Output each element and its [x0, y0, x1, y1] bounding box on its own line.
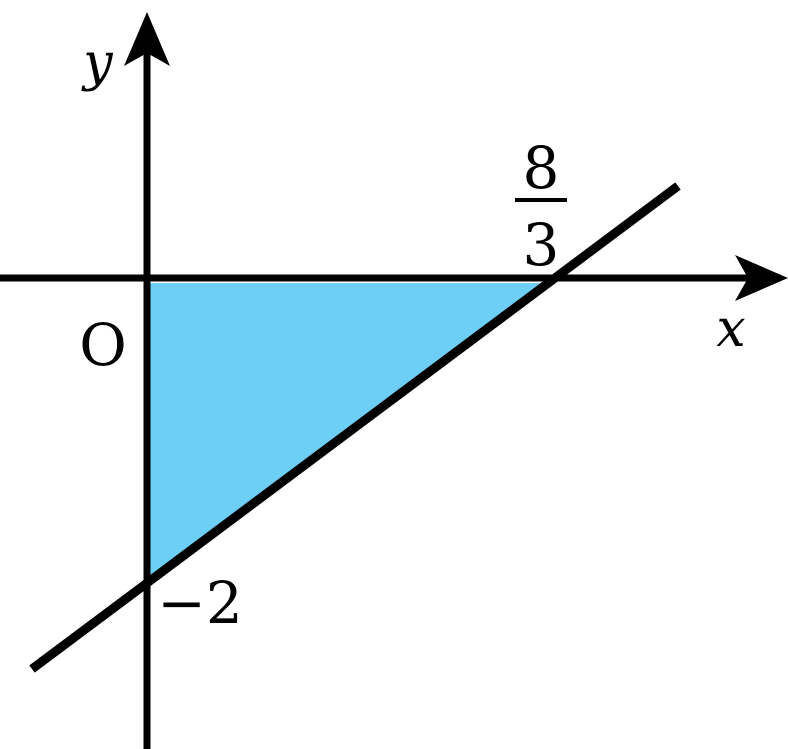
y-axis-arrowhead — [124, 12, 170, 66]
fraction-numerator: 8 — [523, 134, 560, 202]
line-graph — [29, 182, 681, 673]
x-axis-arrowhead — [735, 255, 788, 301]
x-intercept-fraction: 8 3 — [515, 134, 567, 279]
y-intercept-label: −2 — [157, 569, 243, 637]
x-axis-label: x — [716, 299, 745, 359]
fraction-denominator: 3 — [523, 211, 560, 279]
y-axis-label: y — [81, 33, 113, 93]
origin-label: O — [79, 311, 127, 379]
